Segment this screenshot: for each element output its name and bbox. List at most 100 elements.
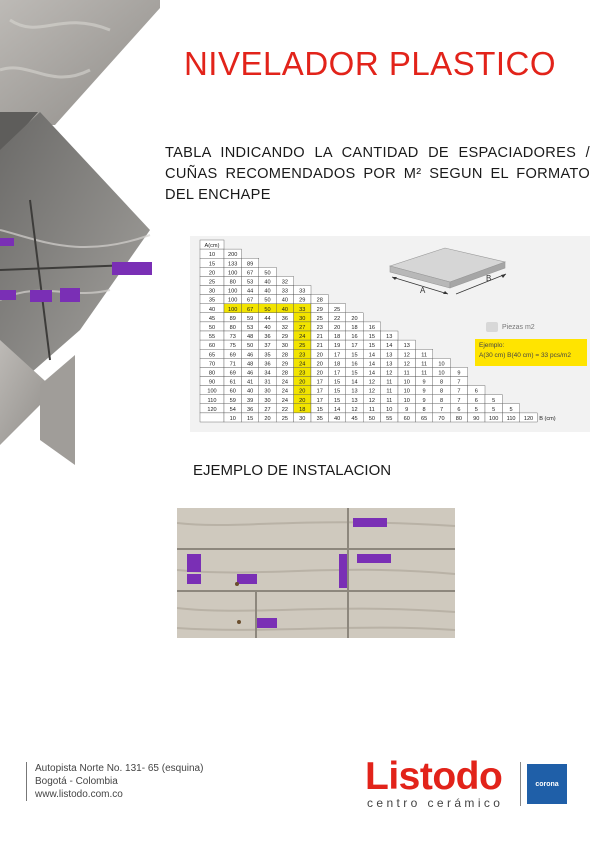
listodo-logo: Listodo centro cerámico corona: [365, 756, 575, 812]
table-cell: 13: [386, 334, 392, 340]
table-cell: 40: [264, 289, 270, 295]
table-cell: 20: [317, 352, 323, 358]
table-cell: 12: [404, 361, 410, 367]
table-cell: 5: [492, 398, 495, 404]
table-cell: 9: [405, 407, 408, 413]
b-value-label: 70: [438, 416, 444, 422]
spacer-piece-icon: [486, 322, 498, 332]
table-cell: 30: [264, 389, 270, 395]
table-cell: 100: [228, 289, 237, 295]
table-cell: 17: [351, 343, 357, 349]
table-cell: 7: [457, 389, 460, 395]
table-cell: 89: [247, 261, 253, 267]
table-cell: 53: [247, 325, 253, 331]
b-value-label: 80: [456, 416, 462, 422]
b-value-label: 25: [282, 416, 288, 422]
table-cell: 100: [228, 270, 237, 276]
table-cell: 5: [475, 407, 478, 413]
table-cell: 67: [247, 307, 253, 313]
page-title: NIVELADOR PLASTICO: [183, 45, 557, 82]
table-cell: 18: [351, 325, 357, 331]
table-cell: 36: [247, 407, 253, 413]
b-value-label: 15: [247, 416, 253, 422]
a-value-label: 60: [209, 343, 215, 349]
table-cell: 22: [282, 407, 288, 413]
table-cell: 14: [351, 380, 357, 386]
table-cell: 20: [299, 380, 305, 386]
table-cell: 5: [510, 407, 513, 413]
table-cell: 32: [282, 280, 288, 286]
table-cell: 19: [334, 343, 340, 349]
table-cell: 20: [317, 361, 323, 367]
table-cell: 67: [247, 270, 253, 276]
a-value-label: 45: [209, 316, 215, 322]
table-cell: 11: [386, 398, 392, 404]
table-cell: 12: [404, 352, 410, 358]
table-cell: 13: [404, 343, 410, 349]
table-cell: 40: [282, 307, 288, 313]
table-cell: 89: [230, 316, 236, 322]
table-cell: 9: [423, 380, 426, 386]
table-cell: 50: [264, 307, 270, 313]
table-cell: 80: [230, 325, 236, 331]
table-cell: 21: [317, 334, 323, 340]
table-cell: 100: [228, 298, 237, 304]
b-value-label: 20: [264, 416, 270, 422]
table-cell: 21: [317, 343, 323, 349]
table-cell: 24: [299, 334, 305, 340]
a-value-label: 110: [208, 398, 217, 404]
table-cell: 6: [475, 389, 478, 395]
table-cell: 11: [369, 407, 375, 413]
table-cell: 10: [386, 407, 392, 413]
slab-label-b: B: [486, 274, 491, 283]
table-cell: 73: [230, 334, 236, 340]
table-cell: 7: [457, 380, 460, 386]
a-value-label: 90: [209, 380, 215, 386]
table-cell: 75: [230, 343, 236, 349]
decorative-tile-photo-collage: [0, 0, 160, 465]
table-cell: 24: [282, 389, 288, 395]
a-value-label: 120: [207, 407, 216, 413]
a-value-label: 70: [209, 361, 215, 367]
table-cell: 44: [264, 316, 270, 322]
table-cell: 53: [247, 280, 253, 286]
table-cell: 20: [351, 316, 357, 322]
table-cell: 23: [299, 352, 305, 358]
table-cell: 25: [299, 343, 305, 349]
table-cell: 11: [404, 371, 410, 377]
table-cell: 8: [423, 407, 426, 413]
table-cell: 29: [299, 298, 305, 304]
b-value-label: 65: [421, 416, 427, 422]
table-cell: 59: [247, 316, 253, 322]
table-cell: 40: [282, 298, 288, 304]
table-cell: 5: [492, 407, 495, 413]
table-cell: 36: [264, 334, 270, 340]
table-cell: 15: [334, 389, 340, 395]
logo-tagline: centro cerámico: [367, 796, 504, 810]
b-value-label: 100: [489, 416, 498, 422]
table-cell: 14: [369, 361, 375, 367]
table-cell: 200: [228, 252, 237, 258]
logo-wordmark: Listodo: [365, 755, 503, 798]
table-cell: 12: [369, 389, 375, 395]
website-link[interactable]: www.listodo.com.co: [35, 789, 123, 800]
table-cell: 16: [351, 334, 357, 340]
table-cell: 23: [299, 371, 305, 377]
example-title: Ejemplo:: [479, 342, 505, 349]
table-cell: 36: [264, 361, 270, 367]
table-cell: 28: [317, 298, 323, 304]
table-cell: 12: [351, 407, 357, 413]
table-cell: 10: [404, 380, 410, 386]
example-box: Ejemplo: A(30 cm) B(40 cm) = 33 pcs/m2: [475, 339, 587, 366]
table-cell: 13: [386, 361, 392, 367]
table-cell: 16: [369, 325, 375, 331]
legend-label: Piezas m2: [502, 323, 535, 331]
table-cell: 12: [369, 398, 375, 404]
table-cell: 8: [440, 398, 443, 404]
intro-paragraph: TABLA INDICANDO LA CANTIDAD DE ESPACIADO…: [165, 145, 590, 203]
table-cell: 40: [264, 280, 270, 286]
table-cell: 35: [264, 352, 270, 358]
table-cell: 28: [282, 352, 288, 358]
